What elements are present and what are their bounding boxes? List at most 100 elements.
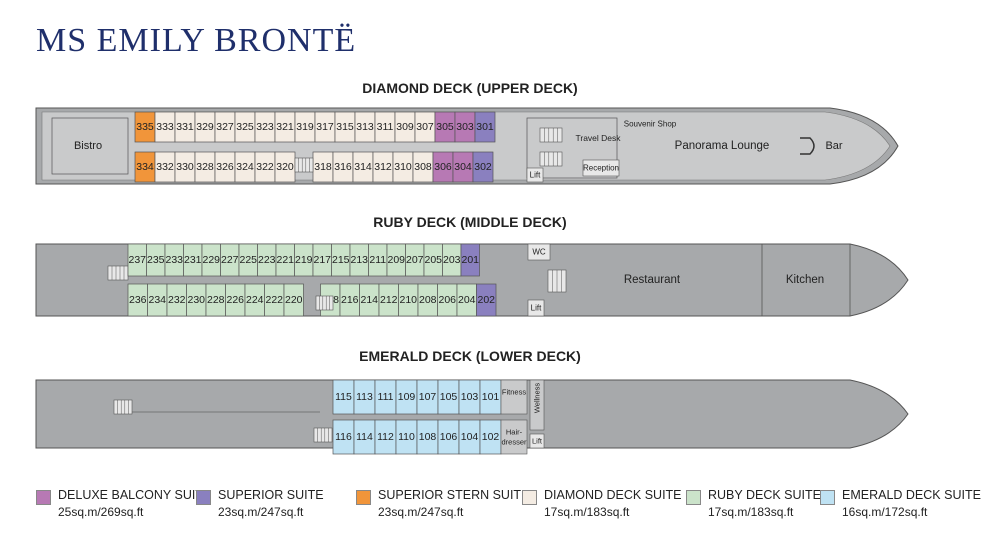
- cabin-number-301: 301: [476, 121, 494, 133]
- cabin-201: [460, 243, 480, 277]
- cabin-number-215: 215: [332, 254, 350, 266]
- stairs: [315, 295, 334, 311]
- cabin-number-232: 232: [168, 294, 186, 306]
- cabin-number-207: 207: [406, 254, 424, 266]
- cabin-number-216: 216: [341, 294, 359, 306]
- lift-box: [529, 433, 545, 449]
- cabin-number-333: 333: [156, 121, 174, 133]
- cabin-number-206: 206: [438, 294, 456, 306]
- cabin-number-224: 224: [246, 294, 264, 306]
- travel-desk-label: Travel Desk: [575, 133, 621, 143]
- cabin-number-105: 105: [440, 391, 458, 403]
- cabin-number-214: 214: [360, 294, 378, 306]
- legend-size: 25sq.m/269sq.ft: [58, 505, 144, 519]
- deck-title-emerald: EMERALD DECK (LOWER DECK): [359, 348, 581, 364]
- wc-room: [527, 243, 551, 261]
- cabin-number-328: 328: [196, 161, 214, 173]
- cabin-number-304: 304: [454, 161, 472, 173]
- cabin-number-104: 104: [461, 431, 479, 443]
- hairdresser-label-1: Hair-: [506, 428, 523, 437]
- cabin-number-109: 109: [398, 391, 416, 403]
- wellness-label: Wellness: [533, 383, 542, 414]
- legend-swatch: [820, 490, 835, 505]
- cabin-number-321: 321: [276, 121, 294, 133]
- lift-label: Lift: [531, 304, 542, 313]
- reception-desk: [582, 159, 620, 177]
- cabin-number-306: 306: [434, 161, 452, 173]
- kitchen-room: [761, 243, 851, 317]
- wellness-room: [529, 379, 545, 431]
- legend-label: DELUXE BALCONY SUITE: [58, 488, 212, 502]
- cabin-number-237: 237: [128, 254, 146, 266]
- cabin-number-220: 220: [285, 294, 303, 306]
- cabin-number-307: 307: [416, 121, 434, 133]
- lift-label: Lift: [530, 171, 541, 180]
- cabin-number-330: 330: [176, 161, 194, 173]
- bistro-room: [51, 117, 129, 175]
- cabin-number-219: 219: [295, 254, 313, 266]
- cabin-number-227: 227: [221, 254, 239, 266]
- cabin-number-103: 103: [461, 391, 479, 403]
- cabin-number-108: 108: [419, 431, 437, 443]
- cabin-number-233: 233: [165, 254, 183, 266]
- legend-swatch: [522, 490, 537, 505]
- kitchen-label: Kitchen: [786, 274, 824, 286]
- cabin-number-331: 331: [176, 121, 194, 133]
- cabin-number-308: 308: [414, 161, 432, 173]
- cabin-number-313: 313: [356, 121, 374, 133]
- cabin-number-106: 106: [440, 431, 458, 443]
- cabin-number-217: 217: [313, 254, 331, 266]
- cabin-number-201: 201: [461, 254, 479, 266]
- cabin-number-312: 312: [374, 161, 392, 173]
- cabin-number-202: 202: [477, 294, 495, 306]
- cabin-number-107: 107: [419, 391, 437, 403]
- legend-size: 17sq.m/183sq.ft: [708, 505, 794, 519]
- cabin-number-209: 209: [387, 254, 405, 266]
- cabin-number-113: 113: [356, 391, 373, 403]
- lift-box: [526, 167, 544, 183]
- cabin-202: [476, 283, 497, 317]
- cabin-number-311: 311: [377, 121, 394, 133]
- cabin-number-228: 228: [207, 294, 225, 306]
- cabin-number-102: 102: [482, 431, 500, 443]
- ship-title: MS EMILY BRONTË: [36, 22, 357, 59]
- stairs: [313, 427, 333, 443]
- fitness-room: [500, 379, 528, 415]
- cabin-number-318: 318: [314, 161, 332, 173]
- bar-label: Bar: [825, 140, 842, 152]
- hairdresser-room: [500, 419, 528, 455]
- lift-box: [527, 299, 545, 317]
- cabin-number-116: 116: [335, 431, 352, 443]
- legend-swatch: [196, 490, 211, 505]
- fitness-label: Fitness: [502, 388, 526, 397]
- hairdresser-label-2: dresser: [501, 438, 527, 447]
- cabin-number-310: 310: [394, 161, 412, 173]
- cabin-number-221: 221: [276, 254, 294, 266]
- cabin-number-211: 211: [369, 254, 386, 266]
- souvenir-shop-label: Souvenir Shop: [624, 120, 677, 129]
- cabin-number-112: 112: [377, 431, 394, 443]
- cabin-number-309: 309: [396, 121, 414, 133]
- cabin-number-326: 326: [216, 161, 234, 173]
- cabin-number-334: 334: [136, 161, 154, 173]
- legend-swatch: [36, 490, 51, 505]
- legend-size: 23sq.m/247sq.ft: [378, 505, 464, 519]
- deck-title-diamond: DIAMOND DECK (UPPER DECK): [362, 80, 578, 96]
- cabin-number-204: 204: [458, 294, 476, 306]
- legend-size: 16sq.m/172sq.ft: [842, 505, 928, 519]
- cabin-number-320: 320: [276, 161, 294, 173]
- legend-swatch: [686, 490, 701, 505]
- cabin-number-322: 322: [256, 161, 274, 173]
- cabin-number-327: 327: [216, 121, 234, 133]
- cabin-number-213: 213: [350, 254, 368, 266]
- cabin-number-329: 329: [196, 121, 214, 133]
- legend-label: SUPERIOR SUITE: [218, 488, 324, 502]
- cabin-220: [283, 283, 304, 317]
- cabin-number-208: 208: [419, 294, 437, 306]
- cabin-number-226: 226: [226, 294, 244, 306]
- stairs: [294, 157, 314, 173]
- cabin-number-303: 303: [456, 121, 474, 133]
- legend-size: 17sq.m/183sq.ft: [544, 505, 630, 519]
